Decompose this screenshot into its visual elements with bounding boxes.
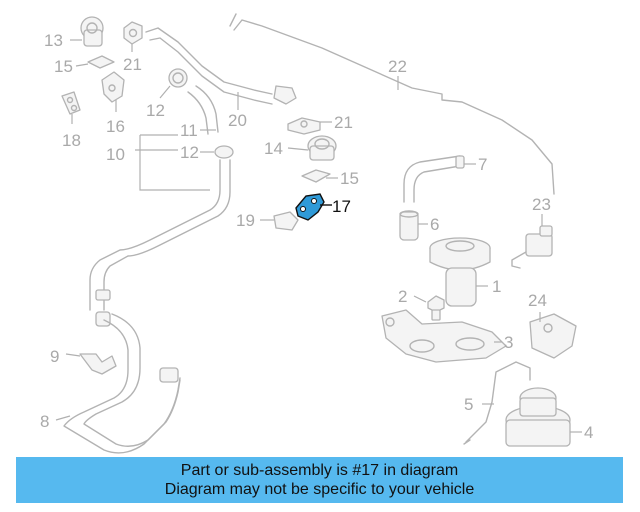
part-14-valve [307, 135, 337, 161]
part-5-line [463, 361, 531, 445]
banner-line-2: Diagram may not be specific to your vehi… [164, 481, 475, 498]
part-21-gasket-top [123, 21, 143, 45]
callout-12-upper: 12 [146, 101, 165, 120]
callout-10: 10 [106, 145, 125, 164]
part-7-hose [403, 155, 465, 203]
callout-21-top: 21 [123, 55, 142, 74]
callout-23: 23 [532, 195, 551, 214]
callout-7: 7 [478, 155, 487, 174]
callout-24: 24 [528, 291, 547, 310]
callout-21-mid: 21 [334, 113, 353, 132]
callout-18: 18 [62, 131, 81, 150]
part-9-bracket [79, 353, 117, 375]
part-17-highlighted-gasket [295, 193, 325, 221]
part-15-gasket-mid [301, 169, 331, 183]
part-19-bracket [273, 211, 299, 231]
callout-8: 8 [40, 412, 49, 431]
part-6-connector [399, 210, 419, 241]
part-4-canister [505, 387, 571, 447]
part-3-bracket [381, 309, 507, 363]
part-12-clamp-upper [168, 68, 188, 88]
callout-16: 16 [106, 117, 125, 136]
part-1-air-pump [429, 237, 491, 307]
callout-6: 6 [430, 215, 439, 234]
callout-3: 3 [504, 333, 513, 352]
callout-9: 9 [50, 347, 59, 366]
part-8-hose [63, 313, 181, 454]
part-12-clamp-lower [214, 145, 234, 159]
banner-line-1: Part or sub-assembly is #17 in diagram [180, 462, 459, 479]
part-2-bolt [427, 295, 445, 321]
callout-11: 11 [180, 121, 198, 140]
callout-12-lower: 12 [180, 143, 199, 162]
callout-22: 22 [388, 57, 407, 76]
part-22-pipe [229, 13, 555, 195]
part-16-bracket [101, 71, 125, 103]
callout-20: 20 [228, 111, 247, 130]
part-23-sensor [511, 225, 553, 269]
callout-2: 2 [398, 287, 407, 306]
hose-left-assembly [89, 159, 231, 327]
callout-13: 13 [44, 31, 63, 50]
callout-15-mid: 15 [340, 169, 359, 188]
parts-diagram: 13 21 15 16 18 20 12 11 10 [40, 13, 593, 454]
part-15-gasket-left [87, 55, 115, 69]
callout-15-left: 15 [54, 57, 73, 76]
callout-1: 1 [492, 277, 501, 296]
callout-4: 4 [584, 423, 593, 442]
part-24-bracket [529, 313, 577, 359]
callout-14: 14 [264, 139, 283, 158]
part-20-hose [145, 27, 297, 135]
part-21-gasket-mid [287, 117, 321, 135]
part-13-valve [80, 16, 104, 47]
callout-19: 19 [236, 211, 255, 230]
callout-5: 5 [464, 395, 473, 414]
part-18-bracket [61, 91, 81, 115]
callout-17: 17 [332, 197, 351, 216]
info-banner: Part or sub-assembly is #17 in diagram D… [16, 457, 623, 503]
